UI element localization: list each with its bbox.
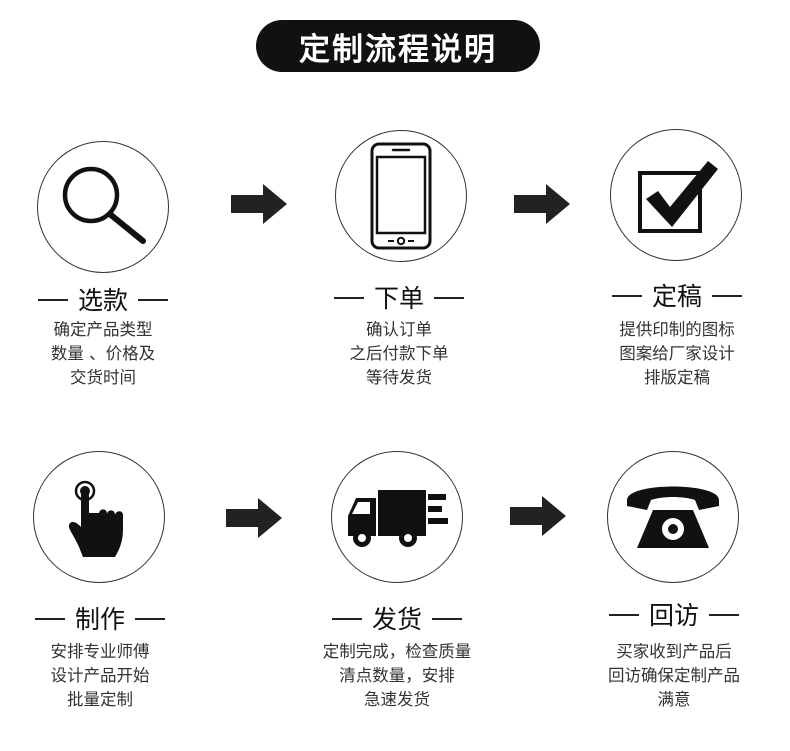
- arrow-icon: [231, 184, 287, 224]
- step-5-circle: [331, 451, 463, 583]
- telephone-icon: [627, 486, 719, 548]
- step-5-description: 定制完成，检查质量清点数量，安排急速发货: [322, 642, 472, 709]
- step-1-circle: [37, 141, 169, 273]
- step-5-title: 发货: [287, 600, 507, 636]
- step-2-circle: [335, 130, 467, 262]
- arrow-icon: [510, 496, 566, 536]
- step-3-description: 提供印制的图标图案给厂家设计排版定稿: [619, 320, 735, 387]
- step-3-circle: [610, 129, 742, 261]
- step-1-title: 选款: [0, 281, 213, 317]
- step-4-title: 制作: [0, 600, 210, 636]
- delivery-truck-icon: [348, 490, 448, 547]
- checkbox-tick-icon: [638, 161, 718, 233]
- step-6-description: 买家收到产品后回访确保定制产品满意: [608, 642, 740, 709]
- step-4-circle: [33, 451, 165, 583]
- smartphone-icon: [370, 142, 432, 250]
- step-2-title: 下单: [289, 279, 509, 315]
- finger-tap-icon: [68, 480, 123, 557]
- step-2-description: 确认订单之后付款下单等待发货: [349, 320, 449, 387]
- page-title: 定制流程说明: [256, 20, 540, 72]
- step-1-description: 确定产品类型数量 、价格及交货时间: [50, 320, 156, 387]
- magnifier-icon: [62, 166, 146, 244]
- arrow-icon: [514, 184, 570, 224]
- step-4-description: 安排专业师傅设计产品开始批量定制: [50, 642, 150, 709]
- step-3-title: 定稿: [567, 277, 787, 313]
- step-6-circle: [607, 451, 739, 583]
- arrow-icon: [226, 498, 282, 538]
- step-6-title: 回访: [564, 596, 784, 632]
